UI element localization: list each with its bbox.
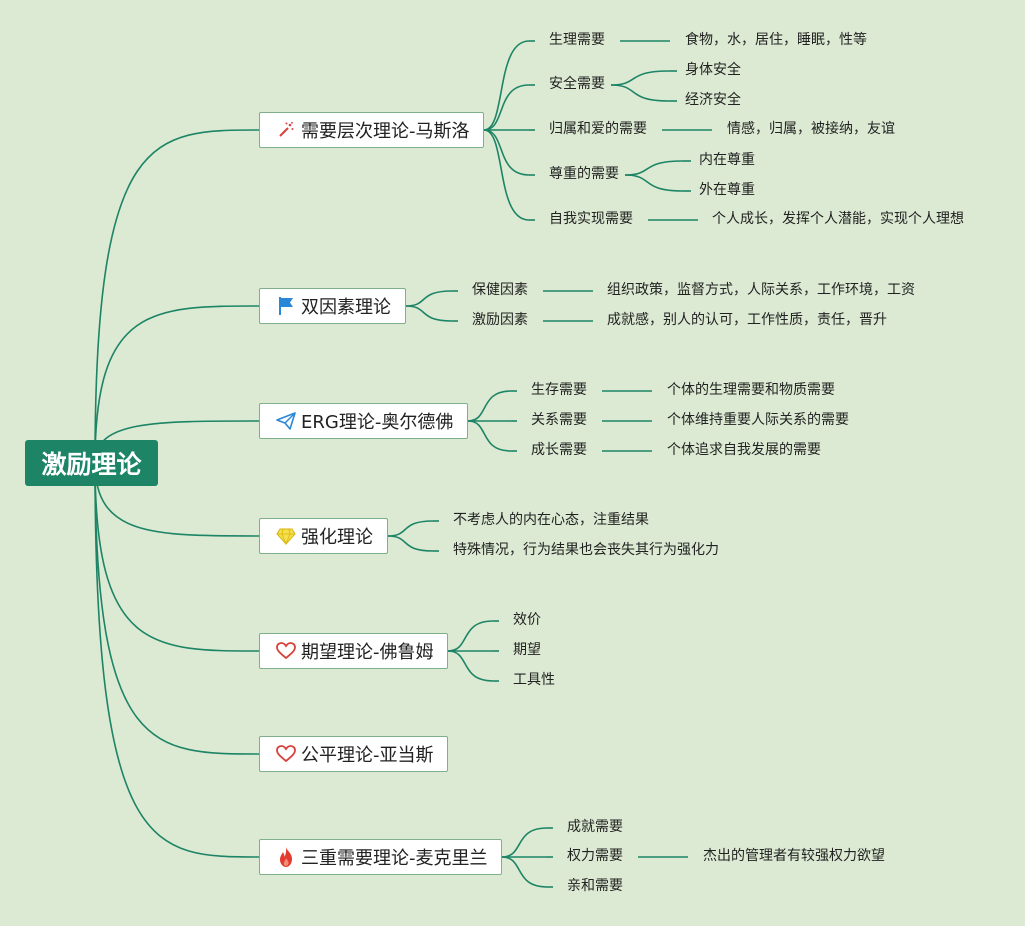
subtopic-label[interactable]: 安全需要: [549, 76, 605, 92]
paper-plane-icon: [276, 411, 296, 431]
detail-label[interactable]: 个体追求自我发展的需要: [667, 442, 821, 458]
subtopic-label[interactable]: 生存需要: [531, 382, 587, 398]
topic-label: 需要层次理论-马斯洛: [301, 121, 470, 142]
subtopic-label[interactable]: 权力需要: [567, 848, 623, 864]
heart-icon: [276, 641, 296, 661]
root-label: 激励理论: [41, 450, 142, 479]
subtopic-label[interactable]: 效价: [513, 612, 541, 628]
root-to-topic-line: [94, 462, 260, 537]
detail-label[interactable]: 个体的生理需要和物质需要: [667, 382, 835, 398]
subtopic-label[interactable]: 归属和爱的需要: [549, 121, 647, 137]
topic-node[interactable]: 强化理论: [259, 518, 388, 554]
topic-node[interactable]: 三重需要理论-麦克里兰: [259, 839, 502, 875]
subtopic-label[interactable]: 保健因素: [472, 282, 528, 298]
root-to-topic-line: [94, 462, 260, 755]
subtopic-label[interactable]: 关系需要: [531, 412, 587, 428]
topic-to-subtopic-line: [483, 84, 530, 131]
topic-to-subtopic-line: [467, 420, 512, 452]
topic-label: 强化理论: [301, 527, 373, 548]
subtopic-label[interactable]: 生理需要: [549, 32, 605, 48]
detail-label[interactable]: 个体维持重要人际关系的需要: [667, 412, 849, 428]
root-to-topic-line: [94, 462, 260, 652]
topic-to-subtopic-line: [467, 390, 512, 422]
topic-to-subtopic-line: [405, 305, 453, 322]
detail-label[interactable]: 情感，归属，被接纳，友谊: [727, 121, 895, 137]
detail-connector-line: [610, 70, 670, 86]
topic-label: 期望理论-佛鲁姆: [301, 642, 434, 663]
detail-connector-line: [610, 84, 670, 102]
topic-to-subtopic-line: [387, 520, 434, 537]
detail-label[interactable]: 经济安全: [685, 92, 741, 108]
root-node[interactable]: 激励理论: [25, 440, 158, 486]
topic-node[interactable]: 期望理论-佛鲁姆: [259, 633, 448, 669]
topic-to-subtopic-line: [501, 856, 548, 888]
topic-to-subtopic-line: [387, 535, 434, 552]
topic-label: 双因素理论: [301, 297, 391, 318]
detail-label[interactable]: 杰出的管理者有较强权力欲望: [703, 848, 885, 864]
detail-label[interactable]: 食物，水，居住，睡眠，性等: [685, 32, 867, 48]
root-to-topic-line: [94, 129, 260, 464]
subtopic-label[interactable]: 自我实现需要: [549, 211, 633, 227]
detail-label[interactable]: 内在尊重: [699, 152, 755, 168]
topic-to-subtopic-line: [405, 290, 453, 307]
subtopic-label[interactable]: 不考虑人的内在心态，注重结果: [453, 512, 649, 528]
detail-connector-line: [624, 174, 684, 192]
heart-icon: [276, 744, 296, 764]
topic-to-subtopic-line: [447, 620, 494, 652]
root-to-topic-line: [94, 462, 260, 858]
detail-label[interactable]: 身体安全: [685, 62, 741, 78]
magic-wand-icon: [276, 120, 296, 140]
topic-label: 公平理论-亚当斯: [301, 745, 434, 766]
detail-label[interactable]: 组织政策，监督方式，人际关系，工作环境，工资: [607, 282, 915, 298]
topic-to-subtopic-line: [483, 40, 530, 131]
flame-icon: [276, 847, 296, 867]
topic-to-subtopic-line: [483, 129, 530, 176]
topic-node[interactable]: 双因素理论: [259, 288, 406, 324]
subtopic-label[interactable]: 亲和需要: [567, 878, 623, 894]
subtopic-label[interactable]: 期望: [513, 642, 541, 658]
detail-label[interactable]: 个人成长，发挥个人潜能，实现个人理想: [712, 211, 964, 227]
root-to-topic-line: [94, 305, 260, 464]
subtopic-label[interactable]: 特殊情况，行为结果也会丧失其行为强化力: [453, 542, 719, 558]
topic-node[interactable]: 公平理论-亚当斯: [259, 736, 448, 772]
topic-node[interactable]: ERG理论-奥尔德佛: [259, 403, 468, 439]
subtopic-label[interactable]: 激励因素: [472, 312, 528, 328]
subtopic-label[interactable]: 尊重的需要: [549, 166, 619, 182]
detail-label[interactable]: 外在尊重: [699, 182, 755, 198]
subtopic-label[interactable]: 成就需要: [567, 819, 623, 835]
topic-label: 三重需要理论-麦克里兰: [301, 848, 488, 869]
detail-label[interactable]: 成就感，别人的认可，工作性质，责任，晋升: [607, 312, 887, 328]
detail-connector-line: [624, 160, 684, 176]
topic-to-subtopic-line: [501, 827, 548, 858]
subtopic-label[interactable]: 工具性: [513, 672, 555, 688]
diamond-icon: [276, 526, 296, 546]
subtopic-label[interactable]: 成长需要: [531, 442, 587, 458]
topic-label: ERG理论-奥尔德佛: [301, 412, 454, 433]
topic-node[interactable]: 需要层次理论-马斯洛: [259, 112, 484, 148]
topic-to-subtopic-line: [447, 650, 494, 682]
flag-icon: [276, 296, 296, 316]
topic-to-subtopic-line: [483, 129, 530, 221]
